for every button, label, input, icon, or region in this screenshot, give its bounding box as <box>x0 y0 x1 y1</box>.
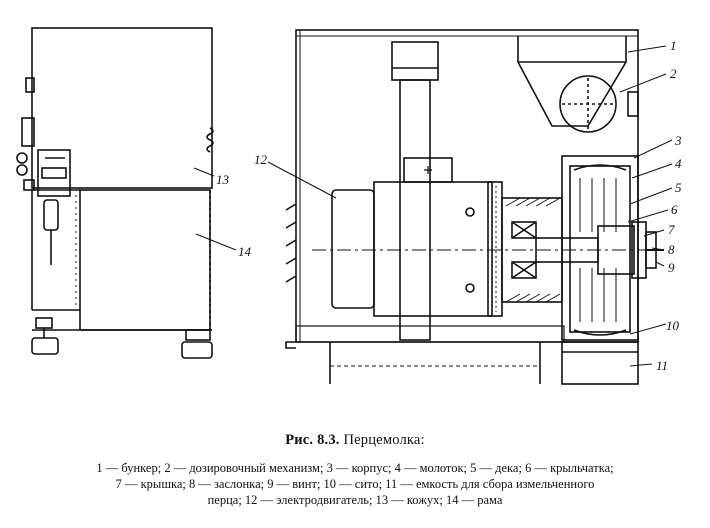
legend-line: перца; 12 — электродвигатель; 13 — кожух… <box>207 493 503 507</box>
callout-6: 6 <box>671 202 678 217</box>
callout-9: 9 <box>668 260 675 275</box>
machine-drawing: 1 2 3 4 5 6 7 8 9 10 11 12 13 14 <box>16 27 682 385</box>
callout-7: 7 <box>668 222 675 237</box>
callout-8: 8 <box>668 242 675 257</box>
figure-title: Перцемолка: <box>343 432 425 448</box>
callout-2: 2 <box>670 66 677 81</box>
callout-11: 11 <box>656 358 668 373</box>
callout-5: 5 <box>675 180 682 195</box>
callout-12: 12 <box>254 152 268 167</box>
figure-number: Рис. 8.3. <box>285 432 340 448</box>
figure-caption: Рис. 8.3. Перцемолка: <box>0 432 710 449</box>
callout-3: 3 <box>674 133 682 148</box>
side-view <box>16 27 214 359</box>
leader-lines <box>193 45 673 367</box>
callout-13: 13 <box>216 172 230 187</box>
figure-legend: 1 — бункер; 2 — дозировочный механизм; 3… <box>18 460 692 508</box>
callout-10: 10 <box>666 318 680 333</box>
callout-1: 1 <box>670 38 677 53</box>
legend-line: 7 — крышка; 8 — заслонка; 9 — винт; 10 —… <box>115 477 595 491</box>
legend-line: 1 — бункер; 2 — дозировочный механизм; 3… <box>96 461 614 475</box>
section-view <box>285 29 664 385</box>
callout-14: 14 <box>238 244 252 259</box>
callout-4: 4 <box>675 156 682 171</box>
